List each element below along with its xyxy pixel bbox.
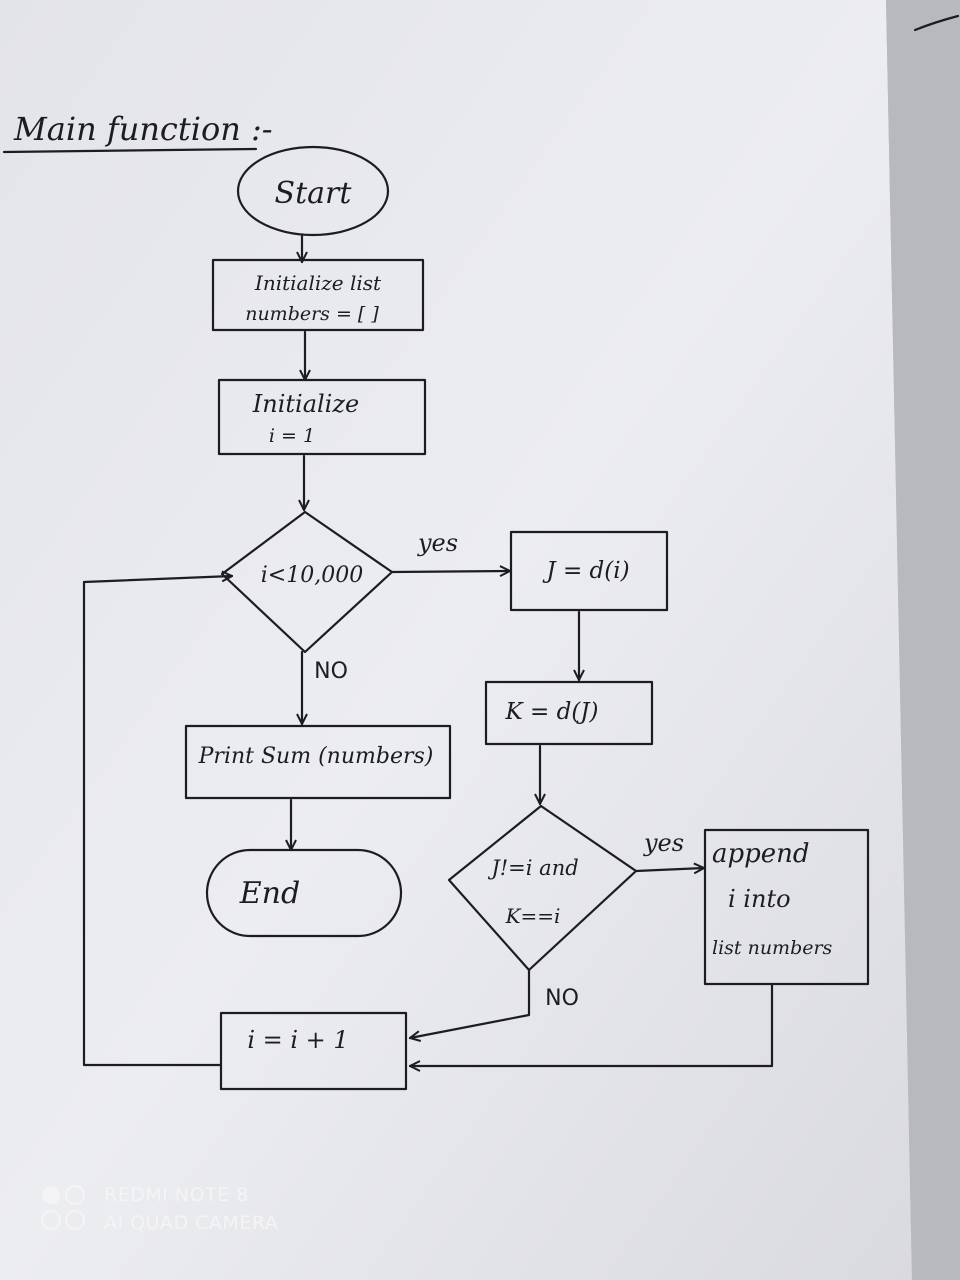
init-i-box [217,378,427,456]
title-underline [2,147,258,154]
init-i-line2: i = 1 [269,425,315,447]
increment-box [219,1011,408,1091]
condition-jk-line1: J!=i and [487,856,578,880]
condition-i-yes-label: yes [417,529,458,557]
end-label: End [239,876,300,911]
init-list-box [211,258,425,332]
k-assign-label: K = d(J) [505,699,599,725]
j-assign-label: J = d(i) [542,558,629,584]
start-label: Start [275,176,353,211]
append-line2: i into [728,885,791,913]
append-line3: list numbers [712,937,833,959]
camera-watermark: REDMI NOTE 8 AI QUAD CAMERA [40,1184,278,1234]
background-ink-mark [913,14,960,32]
j-assign-box [509,530,669,612]
append-box [703,828,870,986]
camera-dot-filled [42,1186,60,1204]
start-terminal [236,145,390,237]
increment-label: i = i + 1 [247,1026,348,1054]
camera-dot-outline-2 [40,1209,62,1231]
watermark-line1: REDMI NOTE 8 [104,1184,249,1206]
arrow-condition-jk-yes-to-append [634,868,704,871]
append-line1: append [712,839,810,869]
condition-i-diamond [220,510,394,654]
condition-i-label: i<10,000 [261,563,363,588]
background-page [886,0,960,1280]
page-title: Main function :- [13,110,273,148]
k-assign-box [484,680,654,746]
watermark-line2: AI QUAD CAMERA [104,1212,278,1234]
camera-dot-outline-3 [64,1209,86,1231]
init-list-line1: Initialize list [254,271,382,295]
condition-jk-yes-label: yes [643,829,684,857]
condition-jk-no-label: NO [545,986,579,1011]
end-terminal [205,848,403,938]
init-i-line1: Initialize [252,390,359,418]
init-list-line2: numbers = [ ] [245,303,379,325]
camera-dot-outline [64,1184,86,1206]
print-sum-box [184,724,452,800]
arrow-condition-yes-to-j [390,571,512,572]
paper-sheet [0,0,912,1280]
print-sum-label: Print Sum (numbers) [198,744,434,769]
arrow-loop-back-to-condition [82,576,232,1067]
condition-jk-line2: K==i [505,904,561,928]
arrow-append-to-increment [408,983,774,1066]
arrow-condition-jk-no-to-increment [410,968,531,1038]
condition-i-no-label: NO [314,659,348,684]
